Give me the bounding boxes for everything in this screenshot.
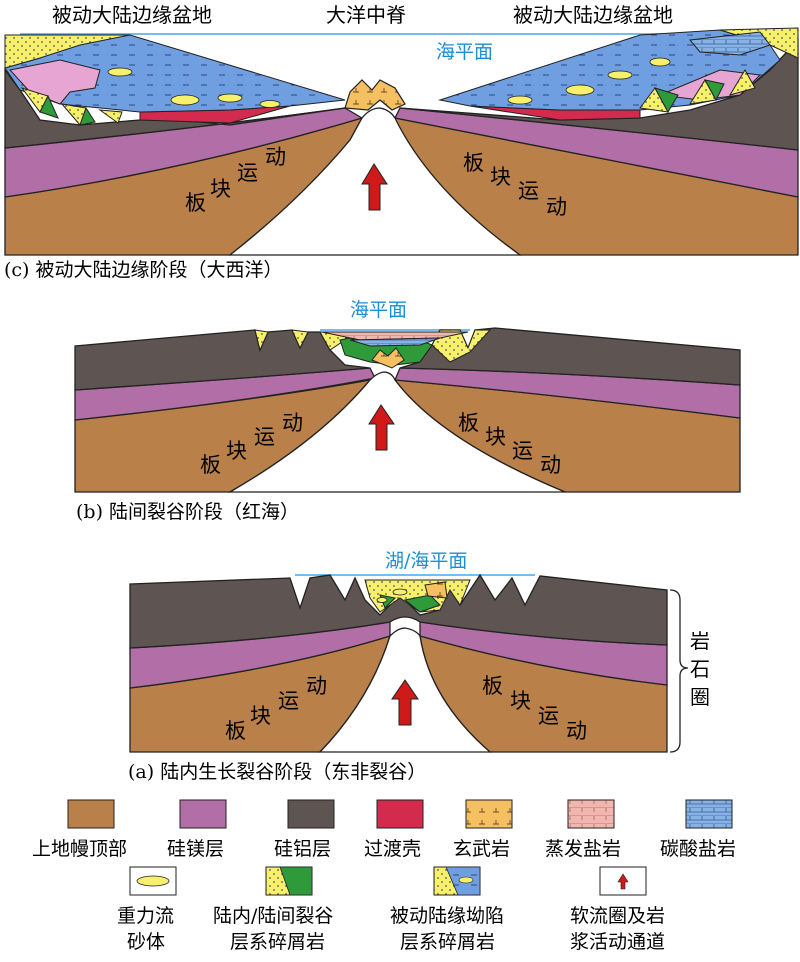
panel-a-lithosphere-label: 岩 石 圈 — [690, 629, 710, 709]
plate-char: 块 — [490, 165, 511, 189]
plate-char: 块 — [226, 439, 247, 463]
plate-char: 块 — [250, 704, 271, 728]
panel-b-plate-label-left: 板 块 运 动 — [200, 411, 303, 477]
panel-a-caption: (a) 陆内生长裂谷阶段（东非裂谷） — [128, 761, 426, 783]
plate-char: 块 — [485, 425, 506, 449]
legend-swatch-transition — [376, 799, 424, 829]
panel-c-plate-label-right: 板 块 运 动 — [463, 151, 567, 219]
panel-c-rift-green-right — [653, 79, 725, 114]
panel-c-sea-level-label: 海平面 — [436, 41, 493, 63]
panel-b-arrow — [368, 404, 395, 451]
plate-char: 动 — [566, 719, 587, 743]
panel-a-plate-label-right: 板 块 运 动 — [482, 674, 587, 743]
panel-b-plate-label-right: 板 块 运 动 — [458, 411, 561, 477]
panel-b-caption: (b) 陆间裂谷阶段（红海） — [76, 501, 299, 523]
panel-a-sea-level-label: 湖/海平面 — [385, 550, 467, 572]
legend-swatch-sima — [179, 799, 227, 829]
plate-char: 动 — [265, 145, 286, 169]
panel-c-label-right: 被动大陆边缘盆地 — [513, 3, 673, 27]
legend-swatch-sial — [287, 799, 335, 829]
panel-a: 湖/海平面 板 块 运 动 板 块 运 动 — [128, 550, 710, 783]
legend-label: 蒸发盐岩 — [545, 838, 621, 860]
legend-swatch-rift-clastics — [265, 866, 313, 896]
panel-c-coastal-left — [4, 34, 131, 69]
legend-swatch-asthenosphere — [599, 866, 647, 896]
panel-b-asthenosphere-channel — [227, 371, 566, 493]
panel-c-ridge-basalt — [344, 79, 406, 111]
legend-label-line1: 重力流 — [117, 905, 174, 927]
panel-a-basalt — [424, 581, 448, 599]
legend-label: 玄武岩 — [453, 838, 510, 860]
plate-char: 动 — [282, 411, 303, 435]
plate-char: 板 — [463, 151, 484, 175]
plate-char: 运 — [512, 439, 533, 463]
panel-c-caption: (c) 被动大陆边缘阶段（大西洋） — [4, 259, 283, 281]
plate-char: 动 — [306, 674, 327, 698]
legend-label: 硅铝层 — [274, 838, 331, 860]
panel-c-arrow — [361, 163, 388, 211]
plate-char: 板 — [225, 719, 246, 743]
lithosphere-char: 石 — [690, 657, 710, 681]
plate-char: 动 — [546, 195, 567, 219]
legend-swatch-carbonate — [685, 799, 733, 829]
legend-swatch-basalt — [465, 799, 513, 829]
plate-char: 运 — [538, 704, 559, 728]
panel-c-label-center: 大洋中脊 — [326, 3, 406, 27]
panel-b-sea-level-label: 海平面 — [350, 299, 407, 321]
legend-label-line1: 陆内/陆间裂谷 — [213, 905, 333, 927]
legend-label-line1: 被动陆缘坳陷 — [390, 905, 504, 927]
legend-swatch-mantle — [67, 799, 115, 829]
plate-char: 运 — [518, 179, 539, 203]
legend-label: 碳酸盐岩 — [660, 838, 736, 860]
panel-c-rift-green-left — [39, 94, 96, 126]
panel-b: 海平面 板 块 运 动 板 块 运 动 (b) 陆间裂谷阶段（红海 — [74, 299, 741, 523]
legend-label: 过渡壳 — [364, 838, 421, 860]
legend-swatch-evaporite — [567, 799, 615, 829]
panel-a-arrow — [391, 679, 419, 726]
plate-char: 运 — [278, 689, 299, 713]
plate-char: 运 — [254, 425, 275, 449]
panel-a-lithosphere-brace — [669, 589, 689, 753]
plate-char: 板 — [482, 674, 503, 698]
panel-b-ridge-basalt — [371, 347, 405, 369]
legend-label: 上地幔顶部 — [32, 838, 127, 860]
plate-char: 运 — [237, 161, 258, 185]
legend-label-line2: 层系碎屑岩 — [400, 931, 495, 953]
panel-b-carbonate — [349, 337, 441, 347]
panel-b-sial-right — [399, 327, 741, 386]
panel-c-label-left: 被动大陆边缘盆地 — [52, 3, 212, 27]
panel-a-plate-label-left: 板 块 运 动 — [225, 674, 327, 743]
legend-label-line1: 软流圈及岩 — [570, 905, 665, 927]
legend-label-line2: 浆活动通道 — [570, 931, 665, 953]
plate-char: 板 — [458, 411, 479, 435]
panel-b-rift-fill — [254, 329, 492, 363]
panel-c-sand-lenses — [107, 57, 671, 108]
panel-c-carbonate-right — [689, 31, 771, 56]
plate-char: 动 — [540, 453, 561, 477]
plate-char: 块 — [510, 689, 531, 713]
legend: 上地幔顶部 硅镁层 硅铝层 过渡壳 玄武岩 蒸发盐岩 碳酸盐岩 重力流 砂体 陆… — [32, 799, 736, 953]
legend-swatch-passive-clastics — [433, 866, 481, 896]
legend-label-line2: 砂体 — [127, 931, 165, 953]
legend-label: 硅镁层 — [167, 838, 224, 860]
panel-c-plate-label-left: 板 块 运 动 — [185, 145, 286, 215]
plate-char: 板 — [200, 453, 221, 477]
lithosphere-char: 岩 — [690, 629, 710, 653]
plate-char: 块 — [210, 177, 231, 201]
legend-swatch-gravity-sand — [129, 866, 177, 896]
panel-a-sand-lenses — [376, 588, 408, 603]
lithosphere-char: 圈 — [690, 685, 710, 709]
legend-label-line2: 层系碎屑岩 — [230, 931, 325, 953]
plate-char: 板 — [185, 191, 206, 215]
panel-c: 被动大陆边缘盆地 大洋中脊 被动大陆边缘盆地 海平面 — [4, 3, 799, 281]
